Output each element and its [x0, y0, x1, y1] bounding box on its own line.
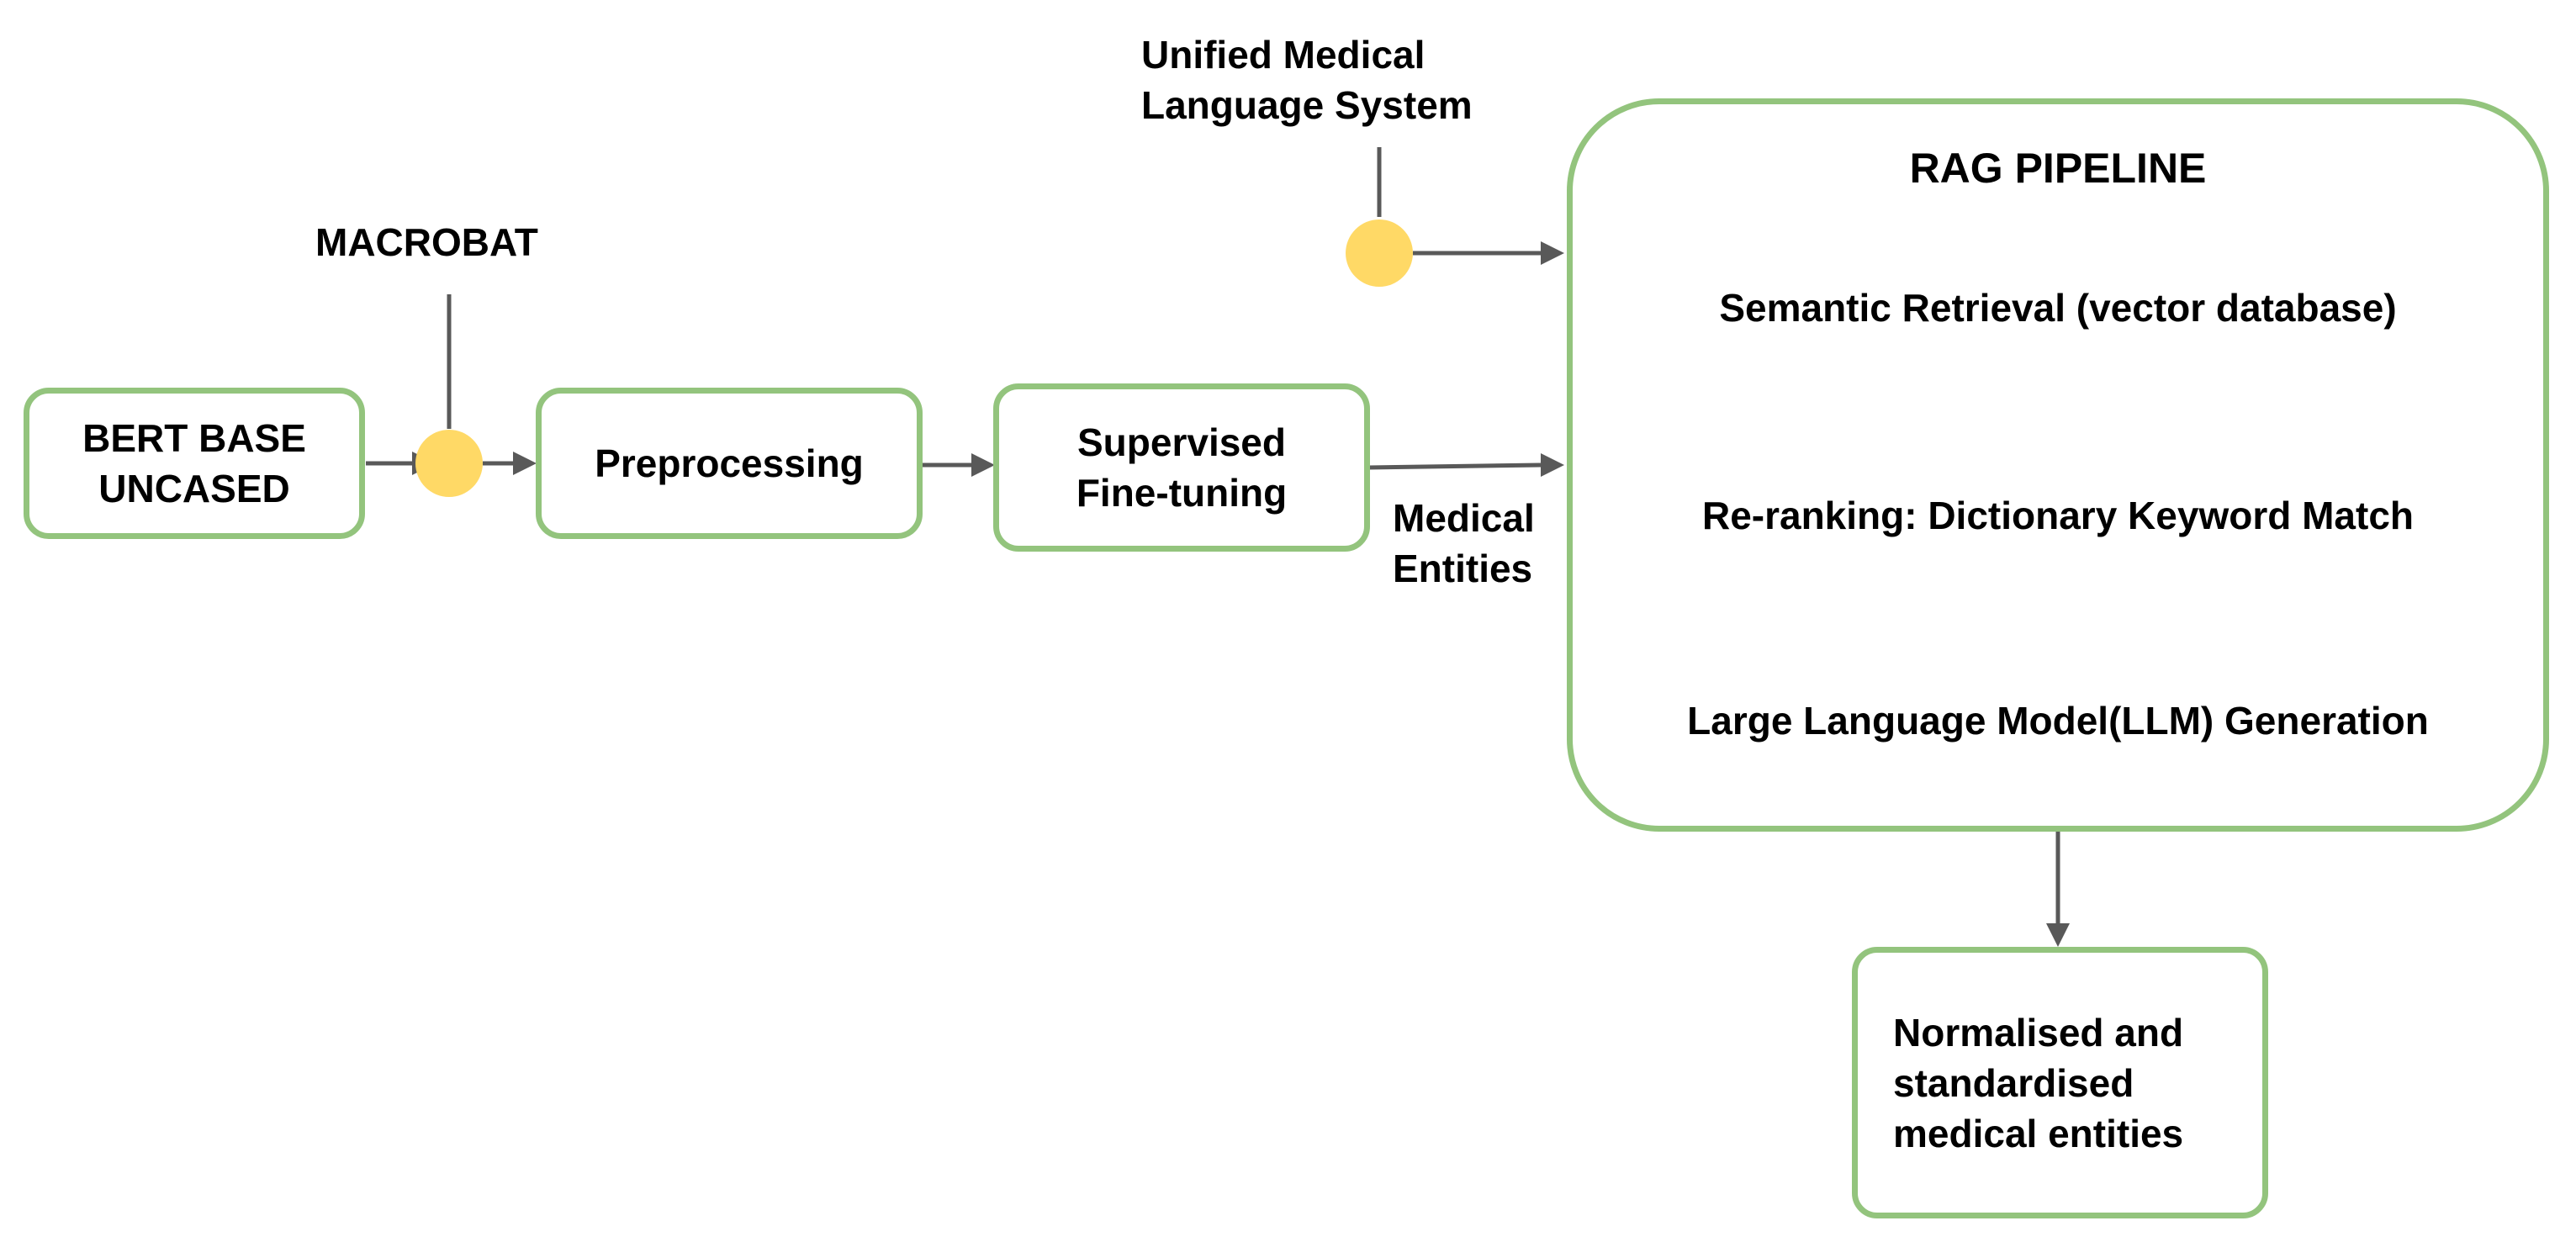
macrobat-label: MACROBAT	[315, 220, 538, 264]
medical-entities-label: Medical Entities	[1393, 496, 1535, 590]
rag-pipeline-box	[1567, 98, 2549, 832]
bert-label: BERT BASE UNCASED	[82, 416, 306, 510]
arrow-finetuning-to-rag	[1367, 462, 1542, 470]
macrobat-node	[415, 430, 483, 497]
finetuning-label: Supervised Fine-tuning	[1076, 420, 1288, 515]
umls-node	[1346, 219, 1413, 287]
finetuning-box: Supervised Fine-tuning	[993, 383, 1370, 552]
preprocessing-box: Preprocessing	[536, 388, 923, 539]
output-label: Normalised and standardised medical enti…	[1893, 1010, 2184, 1155]
arrowhead	[971, 453, 995, 477]
preprocessing-label: Preprocessing	[595, 441, 864, 485]
rag-step-semantic-retrieval: Semantic Retrieval (vector database)	[1719, 286, 2397, 330]
output-box: Normalised and standardised medical enti…	[1852, 947, 2268, 1218]
arrowhead	[1541, 241, 1564, 265]
arrowhead	[2046, 923, 2070, 947]
umls-label: Unified Medical Language System	[1141, 33, 1473, 127]
rag-pipeline-title: RAG PIPELINE	[1909, 145, 2207, 192]
arrowhead	[1541, 453, 1564, 477]
rag-step-llm-generation: Large Language Model(LLM) Generation	[1687, 699, 2429, 743]
arrowhead	[513, 452, 537, 475]
bert-box: BERT BASE UNCASED	[24, 388, 365, 539]
rag-step-reranking: Re-ranking: Dictionary Keyword Match	[1701, 494, 2415, 537]
